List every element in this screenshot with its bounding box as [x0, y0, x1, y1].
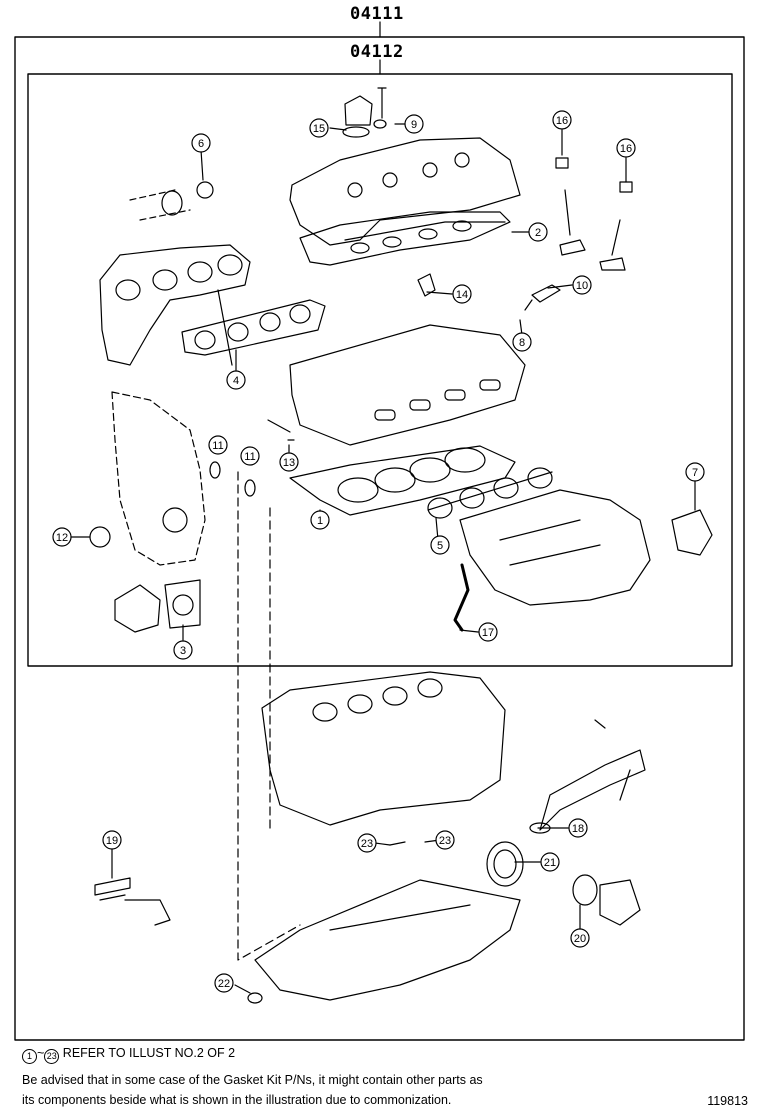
callout-1: 1 [310, 510, 330, 530]
exhaust-manifold-part [99, 189, 251, 366]
svg-text:14: 14 [456, 289, 468, 301]
callout-20: 20 [570, 928, 590, 948]
svg-text:11: 11 [212, 440, 223, 452]
svg-text:3: 3 [180, 645, 186, 657]
inner-assembly-code: 04112 [350, 42, 404, 62]
water-pump-part [114, 584, 161, 633]
svg-text:1: 1 [317, 515, 323, 527]
callout-14: 14 [452, 284, 472, 304]
callout-11a: 11 [208, 435, 228, 455]
callout-23b: 23 [435, 830, 455, 850]
callout-16a: 16 [552, 110, 572, 130]
cylinder-head-gasket [289, 445, 516, 516]
water-pump-gasket [164, 579, 201, 629]
svg-text:22: 22 [218, 978, 230, 990]
refer-text: REFER TO ILLUST NO.2 OF 2 [62, 1046, 236, 1060]
illustration-id: 119813 [707, 1094, 748, 1108]
svg-text:13: 13 [283, 457, 295, 469]
outer-assembly-code: 04111 [350, 4, 404, 24]
oil-level-tube [453, 563, 470, 632]
svg-text:12: 12 [56, 532, 68, 544]
callout-3: 3 [173, 640, 193, 660]
refer-end-badge: 23 [44, 1049, 60, 1064]
callout-10: 10 [572, 275, 592, 295]
svg-text:23: 23 [439, 835, 451, 847]
svg-text:4: 4 [233, 375, 239, 387]
thermostat-gasket [671, 509, 713, 556]
callout-13: 13 [279, 452, 299, 472]
svg-text:16: 16 [620, 143, 632, 155]
svg-text:16: 16 [556, 115, 568, 127]
svg-text:20: 20 [574, 933, 586, 945]
callout-22: 22 [214, 973, 234, 993]
callout-2: 2 [528, 222, 548, 242]
callout-11b: 11 [240, 446, 260, 466]
cylinder-block-part [261, 671, 506, 826]
oil-cap-part [344, 95, 373, 126]
svg-text:18: 18 [572, 823, 584, 835]
front-oil-seal [572, 874, 598, 906]
callout-6: 6 [191, 133, 211, 153]
svg-text:11: 11 [244, 451, 255, 463]
svg-text:8: 8 [519, 337, 525, 349]
svg-text:15: 15 [313, 123, 325, 135]
callout-12: 12 [52, 527, 72, 547]
svg-text:17: 17 [482, 627, 494, 639]
refer-start-badge: 1 [22, 1049, 37, 1064]
valve-cover-part [289, 137, 521, 266]
intake-manifold-gasket [427, 467, 553, 519]
svg-text:23: 23 [361, 838, 373, 850]
callout-7: 7 [685, 462, 705, 482]
callout-8: 8 [512, 332, 532, 352]
callout-18: 18 [568, 818, 588, 838]
valve-part [559, 189, 586, 256]
oil-pan-part [254, 879, 521, 1001]
svg-text:9: 9 [411, 119, 417, 131]
callout-21: 21 [540, 852, 560, 872]
crankshaft-rear-oil-seal [486, 841, 524, 887]
callout-15: 15 [309, 118, 329, 138]
svg-text:21: 21 [544, 857, 556, 869]
svg-text:2: 2 [535, 227, 541, 239]
timing-chain-cover [111, 391, 206, 566]
svg-text:10: 10 [576, 280, 588, 292]
exhaust-manifold-gasket [181, 299, 326, 356]
callout-23a: 23 [357, 833, 377, 853]
svg-text:7: 7 [692, 467, 698, 479]
callout-9: 9 [404, 114, 424, 134]
callout-19: 19 [102, 830, 122, 850]
svg-text:6: 6 [198, 138, 204, 150]
svg-text:5: 5 [437, 540, 443, 552]
callout-17: 17 [478, 622, 498, 642]
advisory-line-1: Be advised that in some case of the Gask… [22, 1073, 483, 1087]
refer-note: 1~23 REFER TO ILLUST NO.2 OF 2 [22, 1046, 235, 1064]
svg-text:19: 19 [106, 835, 118, 847]
callout-4: 4 [226, 370, 246, 390]
intake-manifold-part [459, 489, 651, 606]
cylinder-head-part [289, 324, 526, 446]
advisory-line-2: its components beside what is shown in t… [22, 1093, 452, 1107]
refer-tilde: ~ [37, 1046, 45, 1060]
callout-5: 5 [430, 535, 450, 555]
callout-16b: 16 [616, 138, 636, 158]
valve-cover-gasket [350, 220, 472, 254]
water-bypass-pipe [539, 719, 646, 831]
